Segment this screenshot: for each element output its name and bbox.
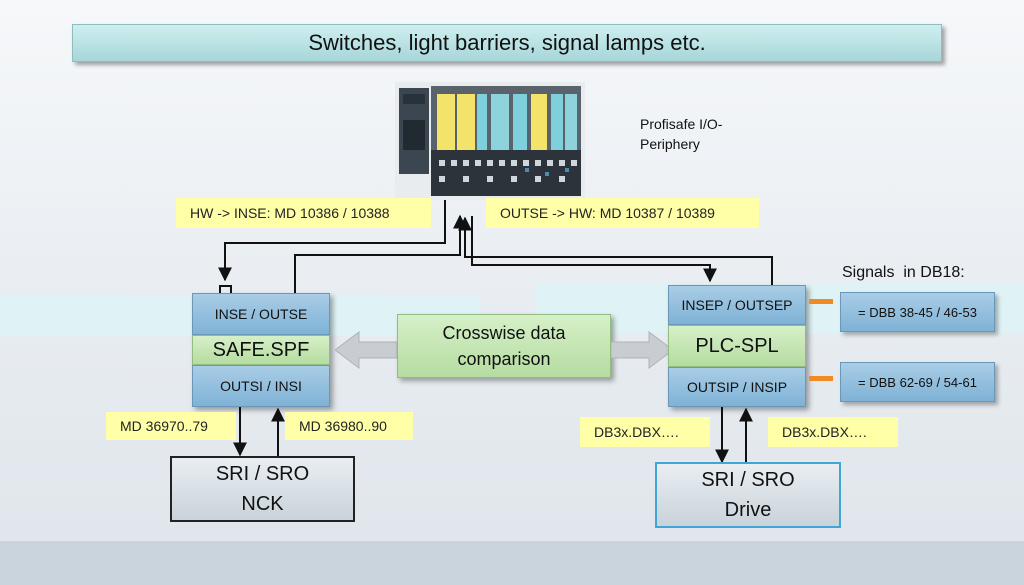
orange-connector-1 [809, 299, 833, 304]
crosswise-comparison-box: Crosswise data comparison [397, 314, 611, 378]
plc-spl-middle: PLC-SPL [668, 325, 806, 367]
hw-to-inse-label: HW -> INSE: MD 10386 / 10388 [176, 198, 431, 228]
md-36970-label: MD 36970..79 [106, 412, 236, 440]
signals-box-2: = DBB 62-69 / 54-61 [840, 362, 995, 402]
footer-band [0, 541, 1024, 585]
comparison-line1: Crosswise data [442, 323, 566, 343]
profisafe-periphery-image [395, 82, 585, 200]
signals-heading: Signals in DB18: [842, 264, 965, 281]
db3x-label-left: DB3x.DBX…. [580, 417, 710, 447]
outse-to-hw-label: OUTSE -> HW: MD 10387 / 10389 [486, 198, 759, 228]
plc-spl-bottom: OUTSIP / INSIP [668, 367, 806, 407]
double-arrow-right-icon [611, 331, 673, 369]
db3x-label-right: DB3x.DBX…. [768, 417, 898, 447]
page-title: Switches, light barriers, signal lamps e… [72, 24, 942, 62]
sri-sro-nck-box: SRI / SRO NCK [170, 456, 355, 522]
sri-sro-drive-box: SRI / SRO Drive [655, 462, 841, 528]
comparison-line2: comparison [457, 349, 551, 369]
md-36980-label: MD 36980..90 [285, 412, 413, 440]
periphery-label-line2: Periphery [640, 136, 700, 152]
plc-spl-top: INSEP / OUTSEP [668, 285, 806, 325]
safe-spf-bottom: OUTSI / INSI [192, 365, 330, 407]
line-hw-to-insep [471, 216, 717, 283]
sri-drive-line2: Drive [724, 499, 772, 521]
signals-box-1: = DBB 38-45 / 46-53 [840, 292, 995, 332]
plc-spl-block: INSEP / OUTSEP PLC-SPL OUTSIP / INSIP [668, 285, 806, 407]
inse-bracket [219, 285, 232, 293]
line-hw-to-inse [218, 200, 446, 282]
line-outse-to-hw [294, 214, 467, 293]
orange-connector-2 [809, 376, 833, 381]
periphery-label: Profisafe I/O- Periphery [640, 114, 722, 154]
sri-drive-line1: SRI / SRO [701, 469, 795, 491]
sri-nck-line2: NCK [241, 493, 284, 515]
safe-spf-middle: SAFE.SPF [192, 335, 330, 365]
safe-spf-top: INSE / OUTSE [192, 293, 330, 335]
line-outsep-to-hw [458, 216, 773, 285]
double-arrow-left-icon [335, 331, 397, 369]
safe-spf-block: INSE / OUTSE SAFE.SPF OUTSI / INSI [192, 293, 330, 407]
periphery-label-line1: Profisafe I/O- [640, 116, 723, 132]
sri-nck-line1: SRI / SRO [215, 463, 310, 485]
